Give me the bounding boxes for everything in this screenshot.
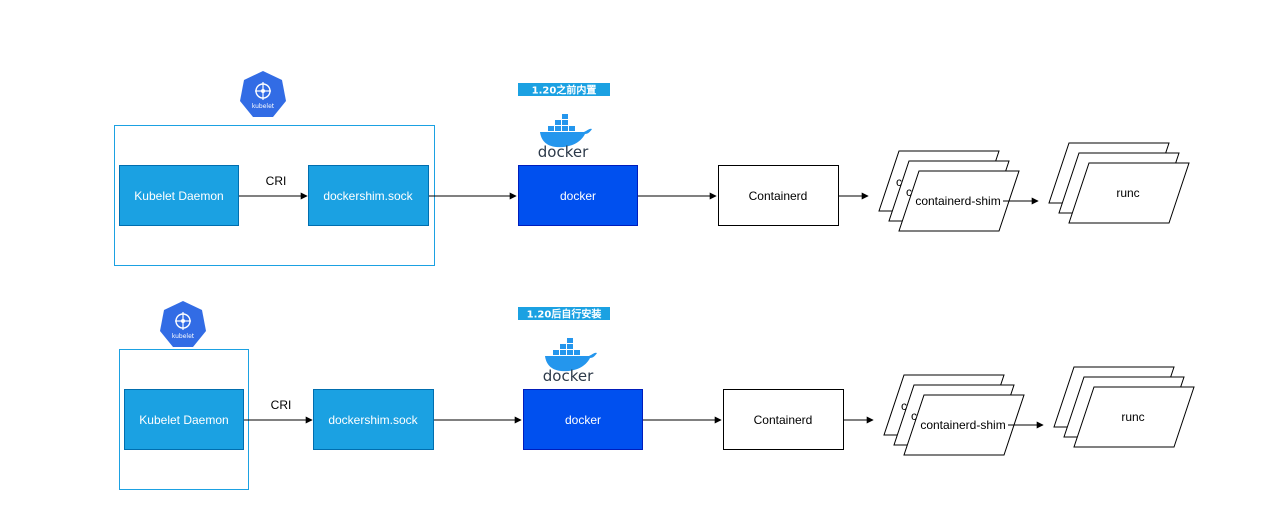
containerd-shim-stack[interactable]: c c containerd-shim bbox=[878, 150, 1020, 232]
runc-stack[interactable]: runc bbox=[1053, 366, 1195, 448]
kubelet-daemon-label: Kubelet Daemon bbox=[134, 189, 223, 203]
shim-back-label-1: c bbox=[901, 399, 907, 413]
runc-label: runc bbox=[1116, 186, 1139, 200]
containerd-shim-stack[interactable]: c c containerd-shim bbox=[883, 374, 1025, 456]
runc-label: runc bbox=[1121, 410, 1144, 424]
docker-logo-icon: docker bbox=[538, 114, 592, 161]
kubelet-logo-text: kubelet bbox=[172, 333, 195, 340]
shim-back-label-1: c bbox=[896, 175, 902, 189]
docker-label: docker bbox=[560, 189, 596, 203]
containerd-shim-label: containerd-shim bbox=[915, 194, 1000, 208]
version-tag-label: 1.20之前内置 bbox=[532, 84, 597, 97]
containerd-label: Containerd bbox=[749, 189, 808, 203]
docker-label: docker bbox=[565, 413, 601, 427]
kubelet-logo-icon: kubelet bbox=[160, 301, 206, 347]
docker-logo-text: docker bbox=[538, 143, 589, 161]
containerd-box[interactable]: Containerd bbox=[718, 165, 839, 226]
containerd-shim-label: containerd-shim bbox=[920, 418, 1005, 432]
kubelet-daemon-box[interactable]: Kubelet Daemon bbox=[119, 165, 239, 226]
dockershim-label: dockershim.sock bbox=[328, 413, 418, 427]
shim-back-label-2: c bbox=[906, 185, 912, 199]
kubelet-logo-text: kubelet bbox=[252, 103, 275, 110]
version-tag-label: 1.20后自行安装 bbox=[527, 308, 602, 321]
dockershim-box[interactable]: dockershim.sock bbox=[313, 389, 434, 450]
dockershim-box[interactable]: dockershim.sock bbox=[308, 165, 429, 226]
shim-back-label-2: c bbox=[911, 409, 917, 423]
row-2: kubelet Kubelet Daemon CRI dockershim.so… bbox=[119, 301, 1195, 490]
kubelet-daemon-label: Kubelet Daemon bbox=[139, 413, 228, 427]
row-1: kubelet Kubelet Daemon CRI dockershim.so… bbox=[114, 71, 1190, 266]
containerd-box[interactable]: Containerd bbox=[723, 389, 844, 450]
docker-box[interactable]: docker bbox=[523, 389, 643, 450]
cri-label: CRI bbox=[271, 398, 292, 412]
containerd-label: Containerd bbox=[754, 413, 813, 427]
version-tag: 1.20之前内置 bbox=[518, 83, 610, 97]
cri-label: CRI bbox=[266, 174, 287, 188]
kubelet-logo-icon: kubelet bbox=[240, 71, 286, 117]
docker-logo-icon: docker bbox=[543, 338, 597, 385]
docker-box[interactable]: docker bbox=[518, 165, 638, 226]
version-tag: 1.20后自行安装 bbox=[518, 307, 610, 321]
dockershim-label: dockershim.sock bbox=[323, 189, 413, 203]
kubelet-daemon-box[interactable]: Kubelet Daemon bbox=[124, 389, 244, 450]
runc-stack[interactable]: runc bbox=[1048, 142, 1190, 224]
docker-logo-text: docker bbox=[543, 367, 594, 385]
